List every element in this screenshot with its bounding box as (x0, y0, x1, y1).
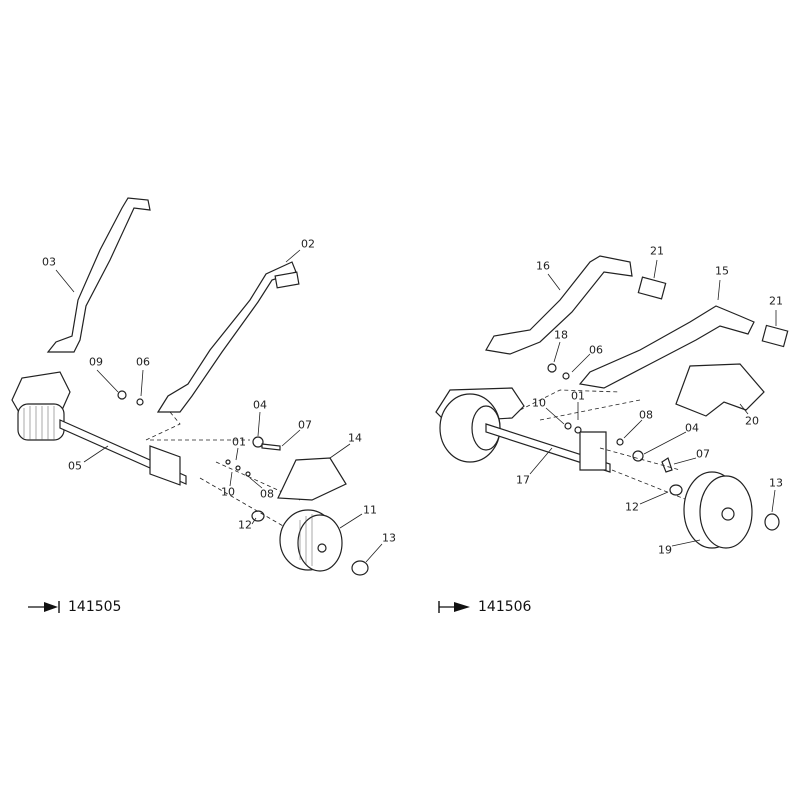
callout-14: 14 (348, 431, 362, 445)
hardware-left (117, 390, 301, 531)
wheel-part-11 (279, 509, 343, 572)
callout-06: 06 (136, 355, 150, 369)
leader-lines-right (529, 259, 777, 547)
rear-wheel-right (435, 387, 525, 463)
callout-16: 16 (536, 259, 550, 273)
callout-09: 09 (89, 355, 103, 369)
callout-20: 20 (745, 414, 759, 428)
callout-02: 02 (301, 237, 315, 251)
handle-part-02 (156, 261, 300, 413)
callout-04: 04 (253, 398, 267, 412)
axle-part-05 (59, 419, 187, 486)
reference-number: 141505 (68, 599, 122, 615)
grip-part-21 (637, 276, 667, 300)
handle-part-15 (578, 305, 755, 389)
reference-141506: 141506 (438, 599, 531, 615)
callout-01: 01 (571, 389, 585, 403)
bar-to-arrow-icon (438, 601, 470, 613)
callout-07: 07 (696, 447, 710, 461)
arrow-to-bar-icon (28, 601, 60, 613)
callout-10: 10 (221, 485, 235, 499)
callout-05: 05 (68, 459, 82, 473)
callout-08: 08 (260, 487, 274, 501)
callout-10: 10 (532, 396, 546, 410)
callout-21b: 21 (769, 294, 783, 308)
cover-part-14 (277, 457, 347, 501)
callout-12: 12 (625, 500, 639, 514)
wheel-part-19 (683, 471, 753, 549)
axle-part-17 (485, 423, 611, 473)
callout-18: 18 (554, 328, 568, 342)
callout-04: 04 (685, 421, 699, 435)
handle-part-03 (46, 197, 151, 353)
callout-19: 19 (658, 543, 672, 557)
callout-11: 11 (363, 503, 377, 517)
callout-08: 08 (639, 408, 653, 422)
hardware-right (519, 363, 701, 506)
hubcap-part-13 (351, 560, 369, 576)
reference-141505: 141505 (28, 599, 121, 615)
leader-lines-left (55, 249, 383, 563)
handle-part-16 (485, 255, 633, 355)
callout-15: 15 (715, 264, 729, 278)
rear-roller-left (11, 371, 71, 441)
callout-17: 17 (516, 473, 530, 487)
callout-07: 07 (298, 418, 312, 432)
callout-06: 06 (589, 343, 603, 357)
reference-number: 141506 (478, 599, 532, 615)
grip-part-21b (761, 324, 789, 348)
callout-03: 03 (42, 255, 56, 269)
hubcap-part-13b (764, 513, 780, 531)
callout-01: 01 (232, 435, 246, 449)
callout-21: 21 (650, 244, 664, 258)
callout-13: 13 (769, 476, 783, 490)
cover-part-20 (675, 363, 765, 417)
callout-13: 13 (382, 531, 396, 545)
callout-12: 12 (238, 518, 252, 532)
